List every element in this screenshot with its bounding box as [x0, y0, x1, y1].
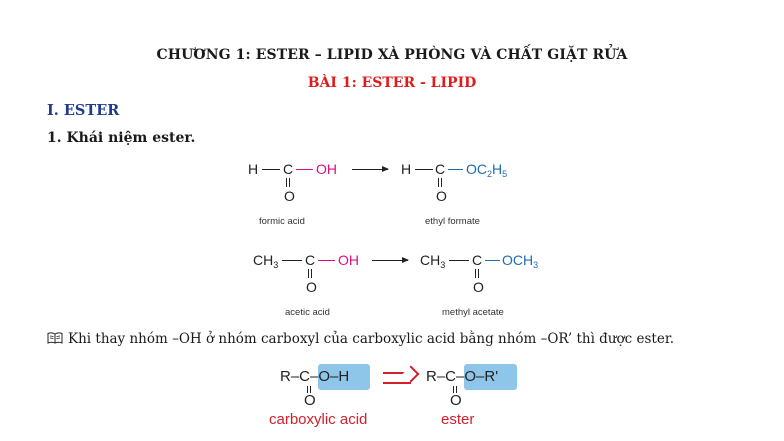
acetic-ch3-c-bond [282, 260, 302, 261]
formic-c-atom: C [283, 161, 294, 177]
acetate-double-bond [475, 269, 479, 278]
alkoxy-highlight [464, 364, 517, 390]
explanation-paragraph: Khi thay nhóm –OH ở nhóm carboxyl của ca… [47, 331, 674, 347]
acetic-o-atom: O [306, 279, 317, 295]
formic-o-atom: O [284, 188, 295, 204]
explanation-text: Khi thay nhóm –OH ở nhóm carboxyl của ca… [68, 331, 675, 347]
chapter-title: CHƯƠNG 1: ESTER – LIPID XÀ PHÒNG VÀ CHẤT… [156, 47, 628, 63]
hydroxyl-highlight [318, 364, 370, 390]
formate-subscript-5: 5 [502, 169, 508, 179]
acetic-acid-caption: acetic acid [285, 307, 330, 318]
formate-c-atom: C [435, 161, 446, 177]
section-heading: I. ESTER [47, 102, 120, 119]
acetate-methoxy-group: OCH3 [502, 252, 539, 270]
acetic-c-atom: C [305, 252, 316, 268]
acetate-ch3-c-bond [449, 260, 469, 261]
formic-h-atom: H [248, 161, 259, 177]
formate-c-oc-bond [448, 169, 463, 170]
formic-oh-group: OH [316, 161, 337, 177]
acetate-subscript-3: 3 [440, 260, 446, 270]
acetic-oh-group: OH [338, 252, 359, 268]
ester-formula: R–C–O–R' [426, 368, 499, 385]
subsection-heading: 1. Khái niệm ester. [47, 130, 196, 146]
acetic-ch3-group: CH3 [253, 252, 279, 270]
ethyl-formate-caption: ethyl formate [425, 216, 480, 227]
acetate-c-och3-bond [485, 260, 500, 261]
formic-reaction-arrow [352, 166, 389, 172]
formate-h-atom: H [401, 161, 412, 177]
methyl-acetate-caption: methyl acetate [442, 307, 504, 318]
acetic-double-bond [308, 269, 312, 278]
formic-c-oh-bond [296, 169, 313, 170]
acetate-c-atom: C [472, 252, 483, 268]
formic-acid-caption: formic acid [259, 216, 305, 227]
formate-o-atom: O [436, 188, 447, 204]
carboxylic-double-bond [307, 386, 311, 393]
carboxylic-acid-formula: R–C–O–H [280, 368, 350, 385]
formic-double-bond [286, 178, 290, 187]
acetic-reaction-arrow [372, 257, 409, 263]
conversion-arrow-icon [383, 372, 411, 384]
ester-o-atom: O [450, 392, 462, 409]
formate-double-bond [438, 178, 442, 187]
ester-label: ester [441, 411, 475, 428]
acetate-ch-text: CH [420, 252, 441, 268]
book-icon [47, 332, 63, 344]
acetic-ch-text: CH [253, 252, 274, 268]
acetate-och-text: OCH [502, 252, 534, 268]
carboxylic-acid-label: carboxylic acid [269, 411, 368, 428]
carboxylic-o-atom: O [304, 392, 316, 409]
formate-h-text: H [492, 161, 503, 177]
acetate-subscript-3b: 3 [533, 260, 539, 270]
formate-h-c-bond [415, 169, 433, 170]
formate-oc-text: OC [466, 161, 487, 177]
acetic-c-oh-bond [318, 260, 335, 261]
acetate-o-atom: O [473, 279, 484, 295]
ester-double-bond [453, 386, 457, 393]
formic-h-c-bond [262, 169, 280, 170]
acetic-subscript-3: 3 [273, 260, 279, 270]
lesson-title: BÀI 1: ESTER - LIPID [307, 75, 477, 91]
acetate-ch3-group: CH3 [420, 252, 446, 270]
formate-subscript-2: 2 [487, 169, 493, 179]
formate-ethyl-group: OC2H5 [466, 161, 508, 179]
